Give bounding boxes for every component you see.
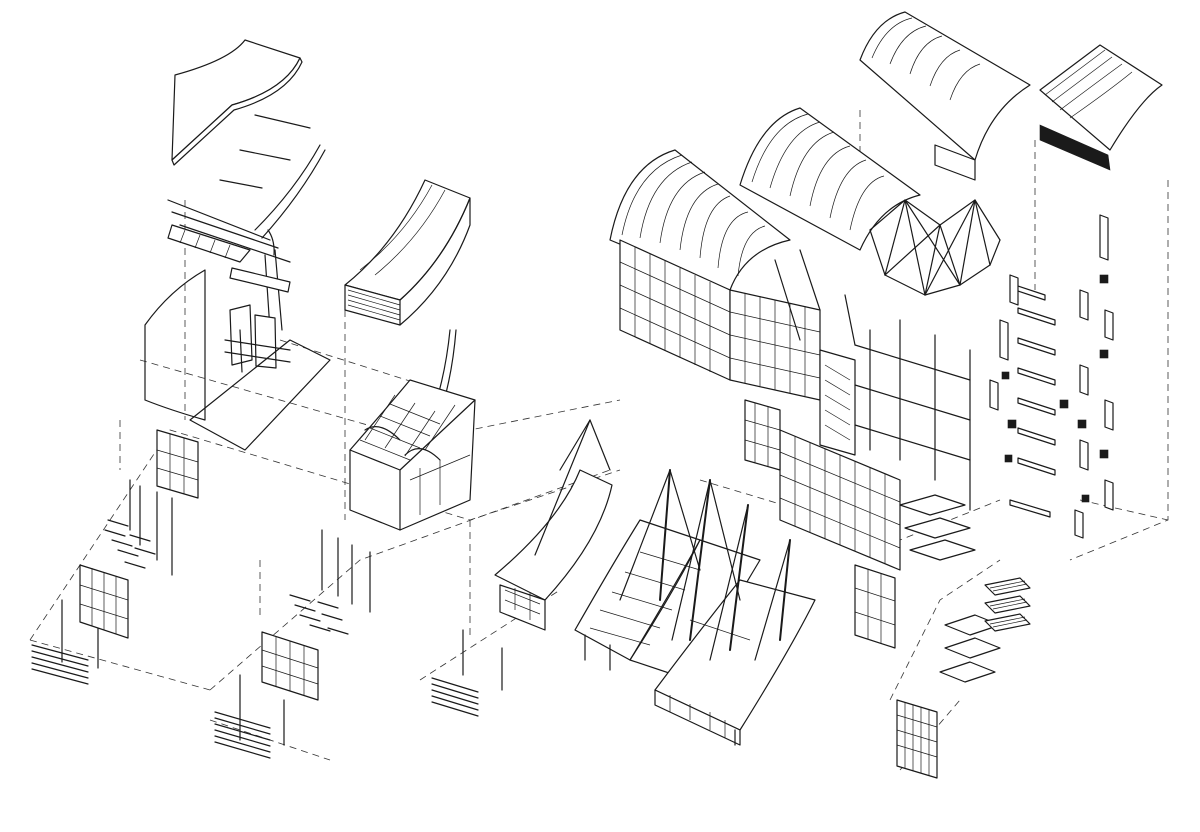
purlins [167,114,311,263]
louvre-stack-centre [214,711,271,759]
bracket-bars-left [104,519,156,569]
nodes [1001,274,1109,503]
louvre-stack-right [431,677,479,717]
alignment-lines [29,110,1169,771]
tie-rods [619,469,791,661]
arched-rib [254,144,321,231]
main-block [609,11,1163,571]
vaulted-roof-4 [1039,44,1163,151]
box-glazing [359,394,471,515]
vaulted-roof-1 [609,149,791,291]
bracket-bars-centre [289,594,349,635]
window-grid-centre [261,631,319,701]
window-grid-kit-2 [896,699,938,779]
core-frame [229,304,253,366]
louvre-stack-left [31,644,89,685]
columns [989,214,1114,539]
glazed-box [349,379,476,531]
vaulted-roof-2 [739,107,921,251]
window-grid-left-1 [156,429,199,499]
window-grid-kit-1 [854,564,896,649]
slab-panels [899,494,1001,683]
roof-shell-3 [654,579,816,731]
space-truss [869,199,1001,296]
beams [1009,284,1056,518]
vaulted-roof-3 [859,11,1031,161]
curved-roof-layered [344,179,471,301]
steel-frame [774,249,971,511]
storefront [654,689,741,746]
window-grid-left-2 [79,564,129,639]
mullion-posts-left [61,479,173,669]
centre-module [214,179,503,759]
inclined-masts [659,469,791,651]
sawtooth-hall [494,419,816,746]
wall-panel [144,269,206,421]
stair-flights [984,577,1031,632]
floor-slab [189,339,331,451]
left-module [31,39,331,685]
roof-grid [167,224,251,263]
component-kit [854,214,1114,779]
mullion-posts-centre [239,529,503,746]
pavilion-roof [494,469,613,601]
